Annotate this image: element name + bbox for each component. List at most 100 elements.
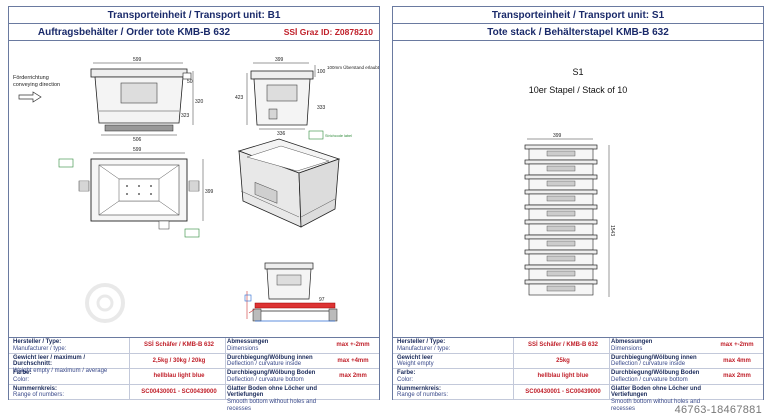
side-view: 599 506 50 320 323 <box>90 57 204 143</box>
spec-row: Hersteller / Type:Manufacturer / type: SS… <box>9 338 379 354</box>
spec-row: Farbe:Color: hellblau light blue Durchbieg… <box>9 369 379 385</box>
spec-label-de: Nummernkreis: <box>397 385 442 392</box>
front-view: 399 423 100 333 336 100mm Überstand erla… <box>235 57 380 140</box>
sheet-subtitle: Tote stack / Behälterstapel KMB-B 632 <box>393 24 763 41</box>
stack-description: 10er Stapel / Stack of 10 <box>528 85 628 95</box>
dim-97: 97 <box>319 297 325 303</box>
dim-width: 399 <box>553 133 562 139</box>
dim-323: 323 <box>181 113 190 119</box>
title-de: Transporteinheit <box>107 10 186 21</box>
spec-right-de: Abmessungen <box>611 339 653 345</box>
spec-tolerance: max 4mm <box>723 357 751 364</box>
spec-right-en: Deflection / curvature inside <box>227 361 302 368</box>
spec-right-en: Dimensions <box>611 345 643 352</box>
spec-tolerance: max 2mm <box>339 373 367 379</box>
dim-height: 1543 <box>609 225 615 236</box>
stacked-tote <box>524 144 598 161</box>
spec-divider <box>225 338 226 400</box>
spec-label-right: Glatter Boden ohne Löcher und Vertiefung… <box>611 386 719 413</box>
dim-399-a: 399 <box>275 57 284 63</box>
sheet-title: Transporteinheit / Transport unit: S1 <box>393 7 763 24</box>
tote-drawing-svg: Förderrichtung conveying direction 599 5… <box>13 57 380 323</box>
tote-stack <box>524 144 598 296</box>
stacked-tote <box>524 249 598 266</box>
stack-drawing-svg: 399 1543 <box>524 133 615 297</box>
spec-row: Nummernkreis:Range of numbers: SC00430001… <box>9 385 379 412</box>
spec-value: SSİ Schäfer / KMB-B 632 <box>527 342 599 348</box>
spec-right-de: Durchbiegung/Wölbung Boden <box>227 370 316 376</box>
spec-right-de: Glatter Boden ohne Löcher und Vertiefung… <box>227 385 318 399</box>
spec-label-en: Weight empty <box>397 361 434 368</box>
top-view: 599 399 <box>58 147 214 238</box>
stacked-tote <box>524 159 598 176</box>
spec-value: hellblau light blue <box>153 373 205 379</box>
spec-right-de: Durchbiegung/Wölbung innen <box>611 354 697 361</box>
dim-599-b: 599 <box>133 147 142 153</box>
tote-stack-title: Tote stack / Behälterstapel KMB-B 632 <box>487 27 669 38</box>
conveyor-section-view: 97 <box>244 262 338 322</box>
spec-row: Gewicht leer / maximum / Durchschnitt:We… <box>9 354 379 374</box>
spec-label-de: Hersteller / Type: <box>397 339 446 345</box>
spec-label-de: Gewicht leer <box>397 354 433 361</box>
spec-label-de: Hersteller / Type: <box>13 339 62 345</box>
stack-name: S1 <box>572 67 584 77</box>
title-en: Transport unit: B1 <box>194 10 281 21</box>
spec-value: SC00430001 - SC00439000 <box>141 388 217 395</box>
spec-label-en: Manufacturer / type: <box>397 345 451 352</box>
spec-row: Hersteller / Type:Manufacturer / type: SS… <box>393 338 763 354</box>
dim-423: 423 <box>235 95 244 101</box>
transport-unit-s1-sheet: Transporteinheit / Transport unit: S1 To… <box>392 6 764 412</box>
spec-right-de: Abmessungen <box>227 339 269 345</box>
spec-label-de: Farbe: <box>13 370 32 376</box>
spec-row: Nummernkreis:Range of numbers:SC00430001… <box>393 385 763 412</box>
spec-table: Hersteller / Type:Manufacturer / type: SS… <box>393 337 763 412</box>
stacked-tote <box>524 279 598 296</box>
stacked-tote <box>524 204 598 221</box>
watermark-gear-icon <box>85 283 125 323</box>
spec-label-en: Color: <box>13 376 30 383</box>
spec-tolerance: max +-2mm <box>720 342 754 348</box>
spec-right-de: Durchbiegung/Wölbung innen <box>227 354 313 361</box>
stacked-tote <box>524 234 598 251</box>
spec-divider <box>513 338 514 400</box>
spec-right-en: Deflection / curvature inside <box>611 361 686 368</box>
spec-value: SSİ Schäfer / KMB-B 632 <box>143 342 215 348</box>
spec-label-de: Farbe: <box>397 370 416 376</box>
spec-label: Nummernkreis:Range of numbers: <box>13 386 123 400</box>
spec-divider <box>129 338 130 400</box>
title-de: Transporteinheit <box>491 10 571 21</box>
spec-label-right: Glatter Boden ohne Löcher und Vertiefung… <box>227 386 335 413</box>
spec-label: Gewicht leer / maximum / Durchschnitt:We… <box>13 355 123 375</box>
spec-value: SC00430001 - SC00439000 <box>525 388 601 395</box>
spec-right-en: Dimensions <box>227 345 259 352</box>
sheet-subtitle: Auftragsbehälter / Order tote KMB-B 632 … <box>9 24 379 41</box>
spec-label: Hersteller / Type:Manufacturer / type: <box>13 339 123 353</box>
stacked-tote <box>524 189 598 206</box>
stack-drawing: 399 1543 <box>393 41 763 339</box>
spec-label: Farbe:Color: <box>397 370 507 384</box>
conveying-arrow-icon <box>18 91 42 103</box>
note-overhang: 100mm Überstand erlaubt <box>327 64 380 70</box>
transport-unit-b1-sheet: Transporteinheit / Transport unit: B1 Au… <box>8 6 380 412</box>
spec-label-en: Weight empty / maximum / average <box>13 368 108 375</box>
spec-label-de: Nummernkreis: <box>13 385 58 392</box>
order-tote-title: Auftragsbehälter / Order tote KMB-B 632 <box>37 27 231 38</box>
listing-id: 46763-18467881 <box>674 404 762 416</box>
spec-divider <box>609 338 610 400</box>
spec-label-en: Range of numbers: <box>13 392 65 399</box>
title-sep: / <box>185 10 195 21</box>
direction-de: Förderrichtung <box>13 75 49 81</box>
spec-label: Hersteller / Type:Manufacturer / type: <box>397 339 507 353</box>
dim-320: 320 <box>195 99 204 105</box>
spec-right-en: Smooth bottom without holes and recesses <box>611 399 701 412</box>
spec-tolerance: max +4mm <box>337 357 369 364</box>
tag-label-1: Strichcode label <box>325 134 352 138</box>
spec-right-de: Durchbiegung/Wölbung Boden <box>611 370 700 376</box>
dim-399-b: 399 <box>205 189 214 195</box>
spec-value: 2,5kg / 30kg / 20kg <box>152 357 206 364</box>
dim-599-a: 599 <box>133 57 142 63</box>
